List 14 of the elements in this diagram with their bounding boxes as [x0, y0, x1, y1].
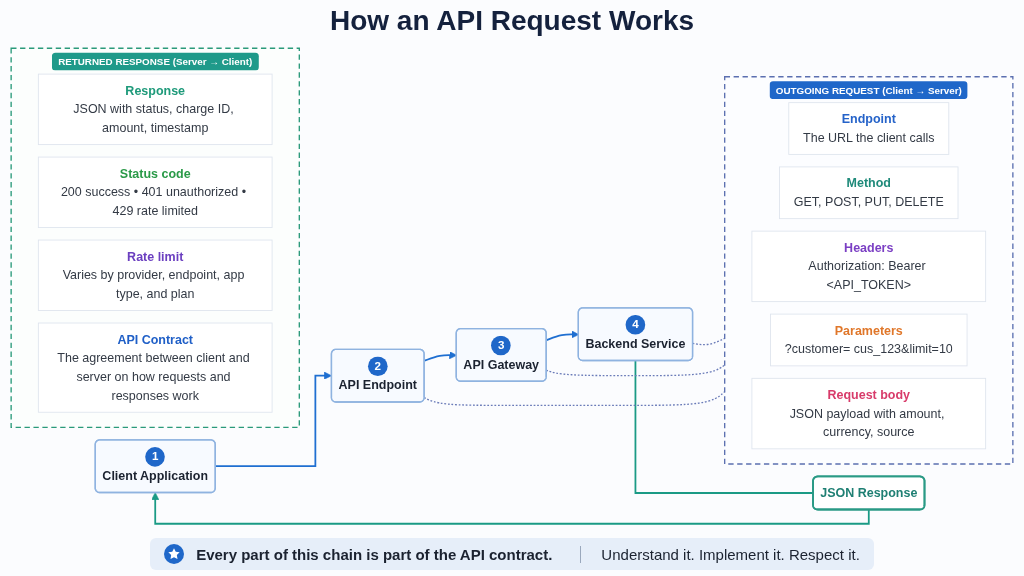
node-box: API Contract The agreement between client and server on how requests and responses work: [37, 322, 273, 413]
diagram-title: How an API Request Works: [328, 4, 696, 38]
node-box: Method GET, POST, PUT, DELETE: [779, 166, 959, 220]
node-box: Request body JSON payload with amount, currency, source: [751, 377, 987, 450]
footer-slogan: Understand it. Implement it. Respect it.: [580, 545, 860, 563]
connector: [634, 359, 814, 494]
footer-note: Every part of this chain is part of the API contract.: [196, 545, 553, 563]
node-box: Headers Authorization: Bearer <API_TOKEN>: [751, 230, 987, 303]
node-box: Parameters ?customer= cus_123&limit=10: [770, 313, 968, 367]
node-box: Status code 200 success • 401 unauthorized • 429 rate limited: [37, 156, 273, 228]
arrow: [151, 492, 870, 525]
node-box: Rate limit Varies by provider, endpoint, app type, and plan: [37, 239, 273, 311]
node-box: Response JSON with status, charge ID, amount, timestamp: [37, 73, 273, 146]
node-box: Endpoint The URL the client calls: [788, 102, 950, 155]
